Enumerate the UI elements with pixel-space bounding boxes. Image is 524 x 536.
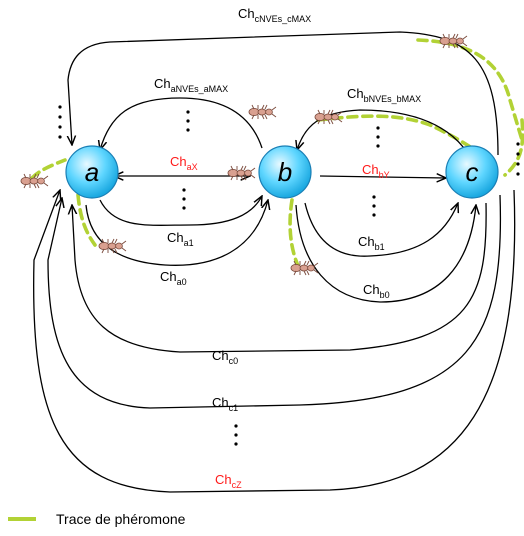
label-ch-b0: Chb0 [363, 282, 390, 300]
ant-icon [314, 109, 343, 125]
label-ch-bnves-bmax: ChbNVEs_bMAX [347, 86, 421, 104]
edge-ch-bnves-bmax [297, 109, 465, 150]
node-a: a [65, 145, 119, 199]
ant-icon [290, 260, 319, 276]
edge-ch-cnves-cmax [68, 31, 499, 156]
node-c-label: c [466, 157, 479, 187]
ant-icon [227, 165, 256, 181]
label-ch-by: ChbY [362, 162, 390, 180]
edge-ch-a1 [99, 196, 262, 226]
legend: Trace de phéromone [8, 511, 186, 527]
ant-icon [20, 173, 49, 189]
edge-ch-a0 [85, 200, 268, 266]
edge-labels: ChcNVEs_cMAX ChaNVEs_aMAX ChbNVEs_bMAX C… [154, 6, 421, 490]
edge-ch-b0 [295, 205, 476, 303]
edge-ch-c0 [72, 202, 487, 353]
label-ch-anves-amax: ChaNVEs_aMAX [154, 76, 228, 94]
label-ch-c0: Chc0 [212, 348, 238, 366]
node-c: c [445, 145, 499, 199]
node-a-label: a [85, 157, 99, 187]
label-ch-cz: ChcZ [215, 472, 242, 490]
legend-label: Trace de phéromone [56, 511, 186, 527]
edges [33, 31, 516, 493]
edge-ch-anves-amax [100, 97, 263, 150]
label-ch-a0: Cha0 [160, 269, 187, 287]
node-b: b [258, 145, 312, 199]
label-ch-ax: ChaX [170, 154, 198, 172]
label-ch-cnves-cmax: ChcNVEs_cMAX [238, 6, 311, 24]
edge-ch-cz [33, 190, 516, 493]
pheromone-trail [30, 38, 524, 272]
edge-ch-c1 [47, 194, 502, 409]
label-ch-b1: Chb1 [358, 234, 385, 252]
edge-ch-b1 [304, 203, 458, 257]
edge-ch-by [319, 176, 446, 178]
label-ch-c1: Chc1 [212, 395, 238, 413]
label-ch-a1: Cha1 [167, 230, 194, 248]
ant-icon [98, 238, 127, 254]
ellipsis-dots [58, 105, 520, 446]
ant-icon [248, 104, 277, 120]
node-b-label: b [278, 157, 292, 187]
